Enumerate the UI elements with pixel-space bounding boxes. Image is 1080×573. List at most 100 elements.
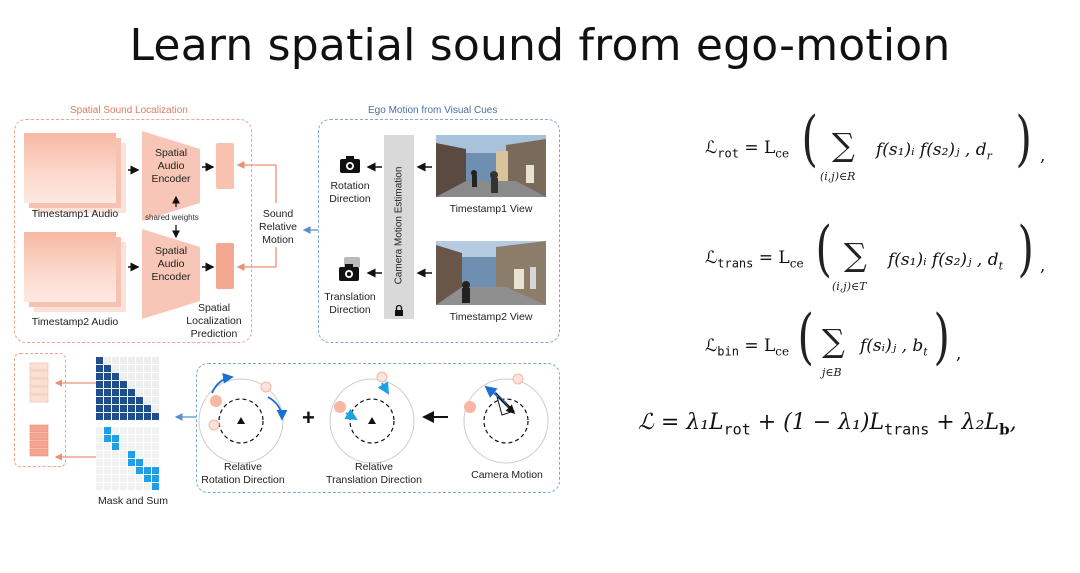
- mask-cell: [136, 405, 143, 412]
- mask-cell: [128, 467, 135, 474]
- equation-bin: ℒbin = Lce: [705, 336, 790, 359]
- mask-cell: [112, 483, 119, 490]
- mask-cell: [136, 483, 143, 490]
- timestamp1-audio-label: Timestamp1 Audio: [31, 208, 119, 220]
- mask-cell: [152, 443, 159, 450]
- equation-trans: ℒtrans = Lce: [705, 248, 804, 271]
- mask-cell: [120, 459, 127, 466]
- paren-right-trans: ): [1017, 214, 1034, 284]
- mask-cell: [112, 381, 119, 388]
- mask-cell: [128, 357, 135, 364]
- mask-cell: [104, 405, 111, 412]
- mask-cell: [144, 365, 151, 372]
- mask-cell: [136, 475, 143, 482]
- mask-cell: [96, 427, 103, 434]
- timestamp2-audio-label: Timestamp2 Audio: [31, 316, 119, 328]
- camera-motion-estimation-label: Camera Motion Estimation: [393, 166, 405, 285]
- mask-cell: [120, 357, 127, 364]
- slide-title: Learn spatial sound from ego-motion: [129, 20, 951, 71]
- mask-cell: [144, 475, 151, 482]
- paren-right-rot: ): [1015, 104, 1032, 174]
- motion-explain-box: [196, 363, 560, 493]
- mask-cell: [120, 443, 127, 450]
- mask-cell: [144, 451, 151, 458]
- mask-cell: [136, 451, 143, 458]
- mask-cell: [144, 483, 151, 490]
- mask-cell: [120, 413, 127, 420]
- mask-cell: [136, 357, 143, 364]
- equation-rot-body: f(s₁)ᵢ f(s₂)ⱼ , dr: [876, 140, 992, 163]
- equation-bin-tail: ,: [956, 344, 962, 364]
- mask-cell: [96, 435, 103, 442]
- mask-sum-box: [14, 353, 66, 467]
- timestamp2-view-label: Timestamp2 View: [449, 311, 533, 323]
- mask-cell: [128, 435, 135, 442]
- encoder-shapes: [142, 131, 200, 319]
- mask-cell: [144, 397, 151, 404]
- mask-cell: [96, 475, 103, 482]
- mask-cell: [128, 381, 135, 388]
- diagram-arrows: [54, 161, 448, 461]
- camera-motion-label: Camera Motion: [471, 469, 543, 481]
- mask-cell: [136, 381, 143, 388]
- feature-bar-2: [216, 243, 234, 289]
- mask-cell: [152, 397, 159, 404]
- mask-cell: [152, 475, 159, 482]
- mask-cell: [104, 373, 111, 380]
- mask-cell: [152, 451, 159, 458]
- sigma-trans: ∑: [844, 236, 867, 274]
- mask-cell: [120, 381, 127, 388]
- mask-cell: [112, 459, 119, 466]
- equation-total: ℒ = λ₁Lrot + (1 − λ₁)Ltrans + λ₂Lb,: [638, 410, 1017, 439]
- mask-cell: [96, 405, 103, 412]
- mask-cell: [136, 467, 143, 474]
- mask-cell: [128, 405, 135, 412]
- mask-cell: [128, 365, 135, 372]
- mask-cell: [112, 357, 119, 364]
- mask-cell: [104, 397, 111, 404]
- mask-cell: [136, 427, 143, 434]
- feature-bar-1: [216, 143, 234, 189]
- mask-cell: [144, 405, 151, 412]
- mask-cell: [128, 427, 135, 434]
- mask-cell: [104, 381, 111, 388]
- mask-cell: [152, 435, 159, 442]
- mask-cell: [128, 459, 135, 466]
- mask-cell: [120, 397, 127, 404]
- mask-cell: [104, 427, 111, 434]
- mask-cell: [152, 381, 159, 388]
- mask-cell: [104, 459, 111, 466]
- mask-cell: [120, 427, 127, 434]
- mask-cell: [104, 357, 111, 364]
- mask-cell: [120, 451, 127, 458]
- mask-cell: [96, 467, 103, 474]
- mask-cell: [112, 389, 119, 396]
- mask-cell: [152, 405, 159, 412]
- mask-cell: [144, 443, 151, 450]
- mask-cell: [96, 483, 103, 490]
- paren-left-trans: (: [815, 214, 832, 284]
- mask-cell: [128, 373, 135, 380]
- mask-cell: [144, 373, 151, 380]
- camera-motion-estimation-bar: [384, 135, 414, 319]
- mask-cell: [152, 459, 159, 466]
- mask-cell: [136, 373, 143, 380]
- mask-cell: [104, 443, 111, 450]
- mask-cell: [96, 373, 103, 380]
- mask-cell: [96, 443, 103, 450]
- paren-left-rot: (: [801, 104, 818, 174]
- mask-cell: [120, 435, 127, 442]
- mask-cell: [96, 413, 103, 420]
- mask-cell: [128, 413, 135, 420]
- ego-motion-box: [318, 119, 560, 343]
- mask-cell: [136, 413, 143, 420]
- rotation-camera-icon: [340, 156, 360, 173]
- equation-trans-tail: ,: [1040, 256, 1046, 276]
- mask-cell: [152, 483, 159, 490]
